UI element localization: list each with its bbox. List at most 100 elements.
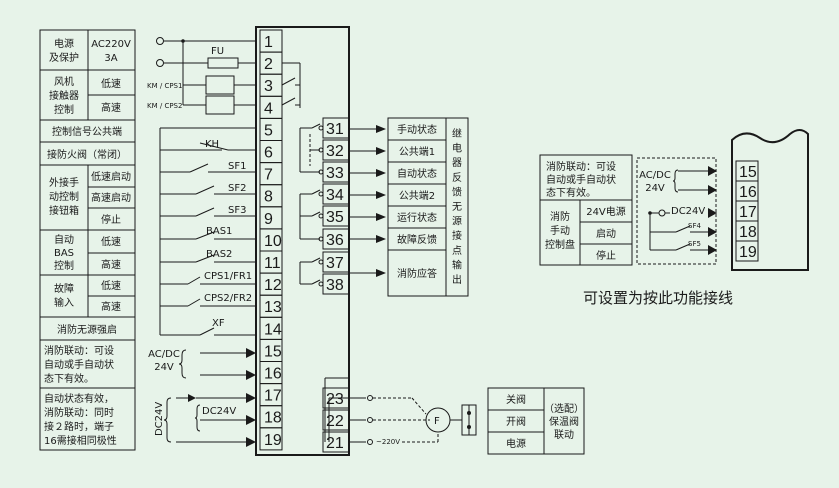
cell-damper: 接防火阀（常闭） [47, 148, 127, 161]
dc24v-label: DC24V [202, 406, 236, 417]
cell-fault-l2: 输入 [54, 296, 74, 309]
output-title-char: 反 [452, 172, 462, 184]
terminal-number: 10 [264, 233, 282, 250]
terminal-number: 16 [264, 366, 282, 383]
kh-label: KH [205, 139, 219, 150]
terminal-number: 16 [739, 184, 757, 201]
dc24v-vertical: DC24V [154, 402, 165, 436]
output-arrow [376, 235, 386, 243]
terminal-number: 19 [739, 244, 757, 261]
cell-fire-link: 消防联动：可设自动或手自动状态下有效。 [44, 344, 114, 385]
v220-label: ~220V [376, 438, 400, 446]
power-wiring: FU KM / CPS1 KM / CPS2 [147, 37, 301, 115]
terminal-number: 17 [264, 388, 282, 405]
cell-fan-low: 低速 [101, 77, 121, 90]
cell-auto-note-l3: 接２路时，端子 [44, 420, 114, 433]
output-label: 故障反馈 [397, 233, 437, 246]
xf-label: XF [212, 318, 225, 329]
terminal-number: 32 [326, 143, 344, 160]
terminal-dot [318, 191, 324, 197]
acdc-l1: AC/DC [148, 349, 180, 360]
output-title-char: 输 [452, 258, 462, 271]
cell-stop: 停止 [101, 213, 121, 226]
cps2-label: CPS2/FR2 [204, 293, 252, 304]
valve-table: 关阀 开阀 电源 （选配）保温阀联动 [487, 387, 585, 455]
terminal-dot [318, 281, 324, 287]
cell-fan-high: 高速 [101, 101, 121, 114]
valve-title-l3: 联动 [554, 429, 574, 441]
cell-fault-low: 低速 [101, 279, 121, 292]
terminal-number: 15 [739, 164, 757, 181]
terminal-number: 5 [264, 122, 273, 139]
cell-fan-l3: 控制 [54, 103, 74, 116]
alt-start: 启动 [596, 227, 616, 240]
terminal-number: 4 [264, 100, 273, 117]
terminal-number: 35 [326, 209, 344, 226]
alt-note-l1: 消防联动：可设 [546, 160, 616, 173]
alt-acdc: AC/DC 24V [639, 170, 671, 194]
terminal-number: 38 [326, 277, 344, 294]
cell-power-l2: 及保护 [49, 51, 79, 64]
cell-bas-high: 高速 [101, 258, 121, 271]
alt-sf4: SF4 [688, 222, 701, 230]
terminal-number: 14 [264, 321, 282, 338]
terminal-dot [318, 213, 324, 219]
valve-power: 电源 [506, 437, 526, 450]
cell-power-value-l2: 3A [104, 53, 117, 64]
cell-power-l1: 电源 [54, 37, 74, 50]
relay-output-contacts [299, 123, 321, 285]
terminal-number: 31 [326, 121, 344, 138]
cell-bas-low: 低速 [101, 235, 121, 248]
terminal-number: 34 [326, 187, 344, 204]
alt-stop: 停止 [596, 249, 616, 262]
output-title-char: 源 [452, 215, 462, 228]
acdc-l2: 24V [154, 362, 174, 373]
terminal-number: 1 [264, 34, 273, 51]
output-arrow [376, 125, 386, 133]
alt-dc-power: 24V电源 [586, 205, 626, 218]
cell-ext-box-l1: 外接手 [49, 176, 79, 189]
terminal-number: 18 [264, 410, 282, 427]
cps1-label: CPS1/FR1 [204, 271, 252, 282]
cell-ext-box: 外接手动控制接钮箱 [49, 176, 79, 217]
alt-note-l2: 自动或手自动状 [546, 173, 616, 186]
terminal-number: 36 [326, 232, 344, 249]
cell-fan: 风机接触器控制 [49, 75, 79, 116]
terminal-number: 13 [264, 299, 282, 316]
terminal-dot [318, 259, 324, 265]
fire-link-inputs: AC/DC 24V DC24V DC24V [148, 348, 256, 447]
cell-ext-box-l2: 动控制 [49, 190, 79, 203]
output-label: 公共端1 [399, 145, 435, 158]
output-arrow [376, 147, 386, 155]
alt-note-l3: 态下有效。 [546, 186, 596, 199]
sf3-label: SF3 [228, 205, 246, 216]
output-title-char: 继 [452, 127, 462, 140]
cell-fault: 故障输入 [54, 282, 74, 309]
valve-wiring: ~220V F [324, 377, 477, 446]
alt-terminal-19 [735, 240, 759, 262]
bas1-label: BAS1 [206, 226, 232, 237]
sf2-label: SF2 [228, 183, 246, 194]
cell-fire-link-l2: 自动或手自动状 [44, 358, 114, 371]
valve-title-l2: 保温阀 [549, 415, 579, 428]
cell-common: 控制信号公共端 [52, 125, 122, 138]
output-title-char: 无 [452, 202, 462, 213]
terminal-number: 2 [264, 56, 273, 73]
terminal-number: 37 [326, 255, 344, 272]
cell-bas-l2: BAS [54, 248, 74, 259]
terminal-dot [318, 125, 324, 131]
output-title-char: 器 [452, 157, 462, 169]
alt-acdc-l2: 24V [645, 183, 665, 194]
valve-title: （选配）保温阀联动 [544, 402, 584, 441]
terminal-number: 18 [739, 224, 757, 241]
cell-fan-l2: 接触器 [49, 89, 79, 102]
km1-label: KM / CPS1 [147, 82, 182, 90]
terminal-number: 7 [264, 167, 273, 184]
alt-acdc-l1: AC/DC [639, 170, 671, 181]
